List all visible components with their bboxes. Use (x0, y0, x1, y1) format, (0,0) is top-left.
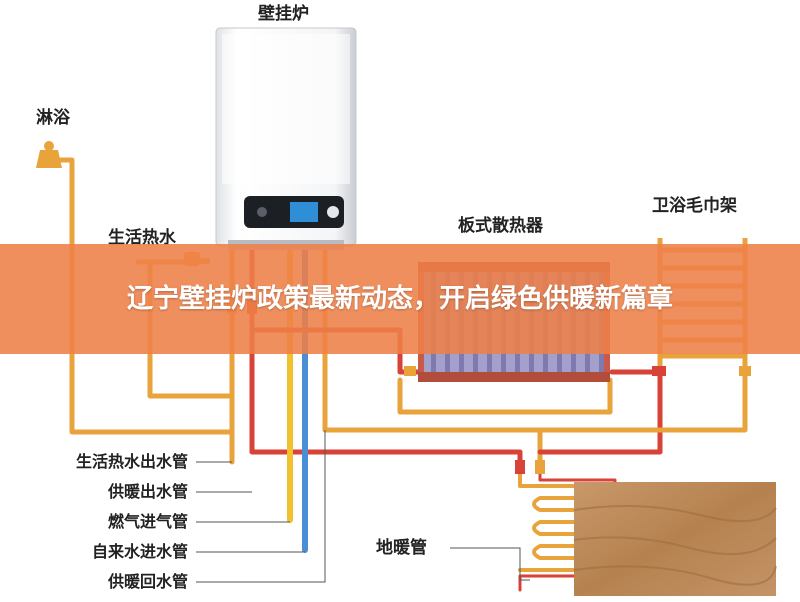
boiler-unit (215, 27, 357, 250)
banner-title: 辽宁壁挂炉政策最新动态，开启绿色供暖新篇章 (126, 284, 673, 314)
boiler-knob-right (327, 206, 339, 218)
label-hot-water: 生活热水 (108, 228, 176, 248)
pipe-towel-return (537, 369, 748, 433)
pipe-radiator-return (397, 377, 613, 415)
legend-hot-water-out: 生活热水出水管 (75, 452, 188, 471)
title-banner: 辽宁壁挂炉政策最新动态，开启绿色供暖新篇章 (0, 244, 800, 354)
pipe-towel-supply (537, 369, 663, 455)
label-boiler: 壁挂炉 (258, 4, 309, 24)
legend-gas-in: 燃气进气管 (107, 512, 188, 531)
label-floor-heating: 地暖管 (376, 538, 427, 558)
legend-water-in: 自来水进水管 (91, 542, 188, 561)
pipe-floor-coil (518, 468, 608, 572)
boiler-knob-left (257, 207, 267, 217)
label-towel-rack: 卫浴毛巾架 (652, 196, 737, 216)
label-shower: 淋浴 (36, 108, 70, 128)
wood-floor (573, 482, 777, 596)
label-radiator: 板式散热器 (458, 216, 543, 236)
legend-heating-return: 供暖回水管 (107, 572, 188, 591)
legend-leaders (196, 430, 530, 583)
legend-heating-out: 供暖出水管 (107, 482, 188, 501)
shower-head-icon (36, 141, 62, 168)
boiler-display (290, 202, 318, 222)
